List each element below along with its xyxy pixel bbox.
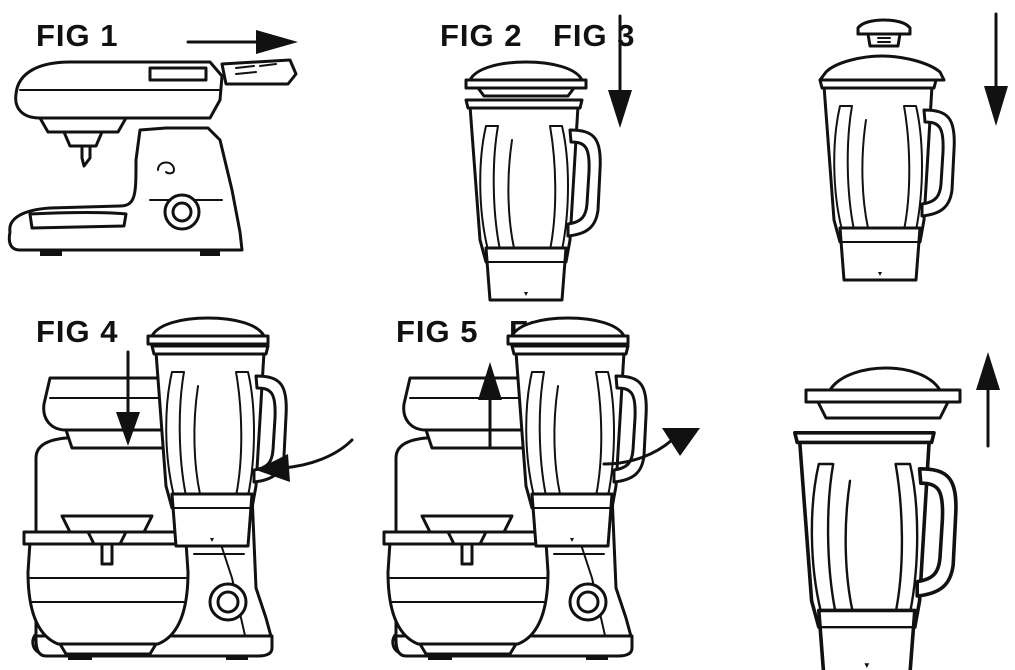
fig5-rotate-arrow-icon bbox=[602, 428, 700, 466]
fig6-jug bbox=[793, 431, 958, 670]
fig5-arrow-up-icon bbox=[478, 362, 502, 448]
fig3-jug-with-lid bbox=[818, 54, 956, 282]
fig2-jug bbox=[464, 98, 602, 302]
fig1-label: FIG 1 bbox=[36, 18, 119, 53]
fig3-cap bbox=[856, 18, 912, 48]
fig1-removed-cover bbox=[220, 58, 298, 86]
fig4-arrow-down-icon bbox=[116, 350, 140, 446]
fig5-label: FIG 5 bbox=[396, 314, 479, 349]
fig4-label: FIG 4 bbox=[36, 314, 119, 349]
fig4-rotate-arrow-icon bbox=[256, 438, 354, 482]
fig1-arrow-right-icon bbox=[186, 30, 298, 54]
fig3-arrow-down-icon bbox=[984, 12, 1008, 126]
fig2-lid bbox=[464, 60, 588, 98]
fig6-arrow-up-icon bbox=[976, 352, 1000, 448]
fig1-stand-mixer bbox=[7, 60, 244, 256]
fig2-label: FIG 2 bbox=[440, 18, 523, 53]
fig2-arrow-down-icon bbox=[608, 14, 632, 128]
fig6-lid bbox=[804, 366, 962, 420]
